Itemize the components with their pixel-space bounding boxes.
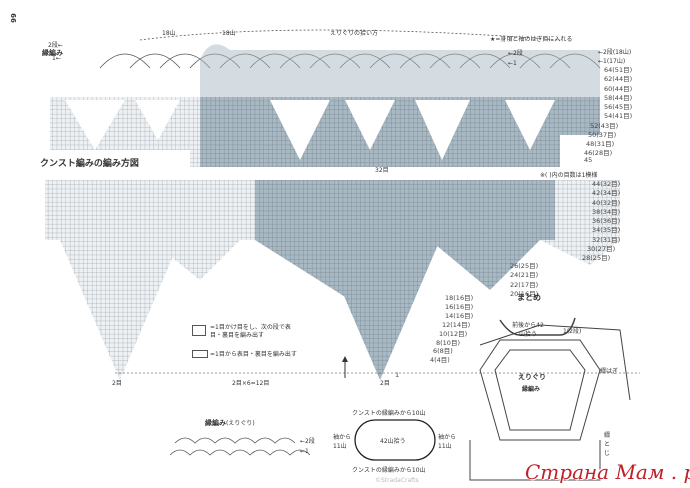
row-label: 42(34目) [592, 189, 621, 198]
bottom-row-labels-b: 26(25目) 24(21目) 22(17目) 20(16目) [510, 262, 538, 299]
cast-on-right: 2目 [380, 380, 390, 387]
row-label: 2段← [48, 42, 63, 49]
oval-bottom-label: クンストの縁編みから10山 [352, 467, 426, 474]
stitch-count-right: 18山 [222, 30, 236, 37]
legend-symbol-yarnover [192, 325, 206, 336]
edging-title: 縁編み [42, 49, 63, 57]
row-label: ←1 [300, 448, 309, 455]
bottom-chart-grid [45, 180, 620, 380]
row-label: 40(32目) [592, 198, 621, 207]
row-label: 8(10目) [436, 338, 460, 347]
row-label: 48(31目) [586, 140, 615, 149]
shaded-region-top [200, 44, 600, 97]
row-label: ←2段(18山) [598, 49, 632, 56]
row-label: 36(36目) [592, 217, 621, 226]
row-label: 26(25目) [510, 262, 539, 270]
neck-edging-arcs [174, 437, 296, 444]
row-label: 60(44目) [604, 84, 633, 93]
row-label: 50(37目) [588, 131, 617, 140]
neck-edging-title: 縁編み(えりぐり) [205, 418, 255, 428]
row-label: 64(51目) [604, 66, 633, 74]
row-label: 22(17目) [510, 280, 539, 289]
top-chart-grid [50, 97, 605, 170]
row-label: 12(14目) [442, 320, 471, 329]
cast-on-left: 2目 [112, 380, 122, 387]
row-label: 44(32目) [592, 180, 621, 188]
row-label: 34(35目) [592, 226, 621, 235]
page-number: 66 [8, 13, 17, 23]
row-label: 16(16目) [445, 302, 474, 311]
row-label: 20(16目) [510, 289, 539, 298]
row-label: 10(12目) [439, 329, 468, 338]
row-label: 6(8目) [433, 347, 453, 356]
assembly-neck-sub: 縁編み [522, 386, 541, 393]
watermark: Страна Мам . ру [525, 460, 690, 484]
star-note: ★=身頃と袖のはぎ目に入れる [490, 36, 573, 43]
oval-left-label: 袖から11山 [333, 434, 352, 450]
assembly-rows: 1(2段) [563, 328, 582, 335]
assembly-neck: えりぐり [518, 373, 546, 381]
row-label: 18(16目) [445, 294, 474, 302]
pickup-label: えりぐりの拾い方 [330, 30, 379, 37]
seam-label: 綴はぎ [600, 368, 619, 375]
neck-edging-subtitle: (えりぐり) [226, 420, 255, 427]
repeat-label: 32目 [375, 167, 389, 174]
neck-edging-title-text: 縁編み [205, 419, 226, 427]
credit: ©StradaCrafts [375, 477, 419, 484]
row-label: 54(41目) [604, 112, 633, 121]
row-label: 62(44目) [604, 75, 633, 84]
bottom-row-labels-a: 44(32目) 42(34目) 40(32目) 38(34目) 36(36目) … [582, 180, 621, 264]
row-label: 38(34目) [592, 207, 621, 216]
oval-top-label: クンストの縁編みから10山 [352, 410, 426, 417]
oval-right-label: 袖から11山 [438, 434, 457, 450]
top-row-labels: 64(51目) 62(44目) 60(44目) 58(44目) 56(45目) … [584, 66, 633, 164]
bottom-row-labels-c: 18(16目) 16(16目) 14(16目) 12(14目) 10(12目) … [395, 294, 474, 380]
count-note: ※( )内の目数は1模様 [540, 172, 598, 179]
row-label: 1 [395, 371, 400, 380]
seam-label: 綴とじ [604, 432, 611, 457]
legend-text: =1目かけ目をし、次の段で表目・裏目を編み出す [210, 324, 291, 339]
assembly-title: まとめ [517, 293, 541, 302]
row-label: 52(43目) [590, 121, 619, 130]
row-label: 56(45目) [604, 103, 633, 112]
row-label: 1← [52, 55, 61, 62]
legend-text: =1目から表目・裏目を編み出す [210, 351, 297, 358]
chart-title: クンスト編みの編み方図 [40, 159, 139, 169]
neckline-oval [354, 419, 436, 461]
row-label: 24(21目) [510, 271, 539, 280]
row-label: ←2段 [508, 50, 523, 57]
row-label: 58(44目) [604, 93, 633, 102]
row-label: 14(16目) [445, 311, 474, 320]
row-label: 32(31目) [592, 235, 621, 244]
row-label: ←1(17山) [598, 58, 626, 65]
row-label: ←2段 [300, 438, 315, 445]
stitch-count-left: 18山 [162, 30, 176, 37]
cast-on-middle: 2目×6=12目 [232, 380, 270, 387]
legend-symbol-increase [192, 350, 208, 358]
row-label: 4(4目) [430, 356, 450, 365]
row-label: 28(25目) [582, 254, 611, 263]
row-label: 30(27目) [587, 245, 616, 254]
oval-center-label: 42山拾う [380, 438, 406, 445]
row-label: ←1 [508, 60, 517, 67]
assembly-diagram [469, 317, 631, 481]
row-label: 45 [584, 155, 593, 164]
row-label: 46(28目) [584, 148, 613, 157]
assembly-pickup: 前後から42山拾う [512, 322, 544, 338]
